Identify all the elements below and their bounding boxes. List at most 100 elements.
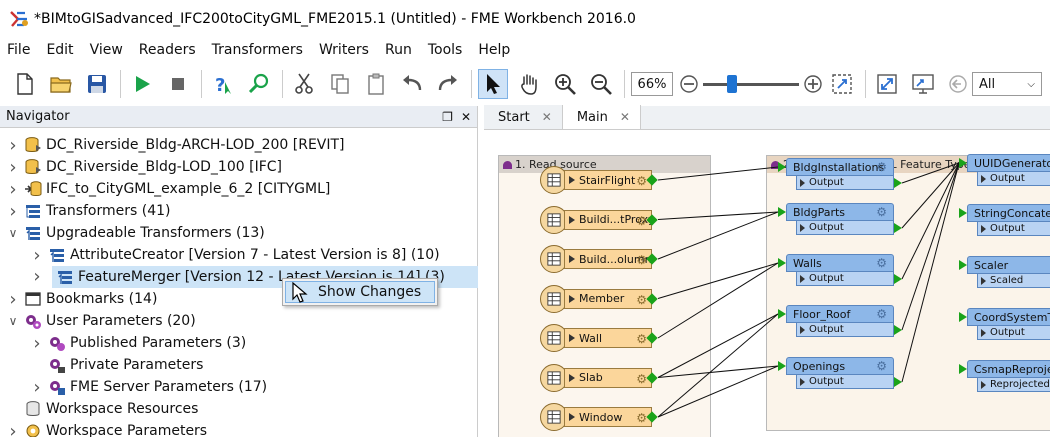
transformer-output-port[interactable]: Output <box>796 176 894 190</box>
tree-item[interactable]: ›Bookmarks (14) <box>0 288 477 310</box>
transformer-openings[interactable]: Openings⚙Output <box>786 357 894 389</box>
stop-button[interactable] <box>163 69 193 99</box>
output-port-icon[interactable] <box>894 325 902 335</box>
fit-to-window-button[interactable] <box>908 69 938 99</box>
transformer-output-port[interactable]: Output <box>977 172 1050 186</box>
transformer-bldgparts[interactable]: BldgParts⚙Output <box>786 203 894 235</box>
input-port-icon[interactable] <box>778 309 786 319</box>
save-workspace-button[interactable] <box>82 69 112 99</box>
close-icon[interactable]: ✕ <box>460 109 471 124</box>
tree-item[interactable]: ∨Upgradeable Transformers (13) <box>0 222 477 244</box>
connection-line[interactable] <box>657 313 779 418</box>
tree-item[interactable]: Workspace Resources <box>0 398 477 420</box>
transformer-floor_roof[interactable]: Floor_Roof⚙Output <box>786 305 894 337</box>
output-port-icon[interactable] <box>894 274 902 284</box>
zoom-slider-thumb[interactable] <box>727 75 737 93</box>
reader-feature-type[interactable]: Member⚙ <box>540 284 658 313</box>
reader-feature-type[interactable]: StairFlight⚙ <box>540 166 658 194</box>
pan-tool-button[interactable] <box>514 69 544 99</box>
input-port-icon[interactable] <box>778 258 786 268</box>
show-changes-menu-item[interactable]: Show Changes <box>285 281 435 303</box>
open-workspace-button[interactable] <box>46 69 76 99</box>
tree-item[interactable]: ›FME Server Parameters (17) <box>0 376 477 398</box>
connection-line[interactable] <box>657 262 779 339</box>
inspect-help-button[interactable]: ? <box>208 69 238 99</box>
connection-line[interactable] <box>657 262 779 299</box>
reader-feature-type[interactable]: Buildi...tProxy⚙ <box>540 205 658 234</box>
chevron-right-icon[interactable]: › <box>33 376 41 398</box>
input-port-icon[interactable] <box>959 158 967 168</box>
bookmark-read-source[interactable]: 1. Read source <box>498 155 711 437</box>
chevron-right-icon[interactable]: › <box>33 266 41 287</box>
gear-icon[interactable]: ⚙ <box>636 253 647 267</box>
menu-run[interactable]: Run <box>384 42 412 58</box>
back-arrow-icon[interactable] <box>948 74 968 94</box>
connection-line[interactable] <box>657 166 779 181</box>
gear-icon[interactable]: ⚙ <box>876 256 887 270</box>
connection-line[interactable] <box>657 211 779 220</box>
gear-icon[interactable]: ⚙ <box>636 213 647 228</box>
zoom-plus-icon[interactable] <box>803 74 823 94</box>
input-port-icon[interactable] <box>778 207 786 217</box>
close-icon[interactable]: ✕ <box>619 110 630 124</box>
tree-item[interactable]: ›DC_Riverside_Bldg-ARCH-LOD_200 [REVIT] <box>0 134 477 156</box>
transformer-csmapreprojecto[interactable]: CsmapReprojecto⚙Reprojected <box>967 360 1050 392</box>
chevron-right-icon[interactable]: › <box>33 332 41 354</box>
chevron-right-icon[interactable]: › <box>9 134 17 156</box>
copy-button[interactable] <box>325 69 355 99</box>
menu-file[interactable]: File <box>7 42 31 58</box>
menu-writers[interactable]: Writers <box>318 42 369 58</box>
select-tool-button[interactable] <box>478 69 508 99</box>
paste-button[interactable] <box>361 69 391 99</box>
input-port-icon[interactable] <box>778 361 786 371</box>
tree-item[interactable]: ›Workspace Parameters <box>0 420 477 437</box>
gear-icon[interactable]: ⚙ <box>876 160 887 174</box>
run-button[interactable] <box>127 69 157 99</box>
gear-icon[interactable]: ⚙ <box>636 332 647 346</box>
tree-item[interactable]: ›AttributeCreator [Version 7 - Latest Ve… <box>0 244 477 266</box>
zoom-in-tool-button[interactable] <box>550 69 580 99</box>
connection-line[interactable] <box>901 162 960 280</box>
connection-line[interactable] <box>657 365 779 378</box>
menu-edit[interactable]: Edit <box>46 42 74 58</box>
reader-feature-type[interactable]: Wall⚙ <box>540 324 658 352</box>
chevron-down-icon[interactable]: ∨ <box>8 226 18 240</box>
transformer-output-port[interactable]: Output <box>796 272 894 286</box>
workspace-canvas[interactable]: 1. Read source 2. Group by CityGML Featu… <box>484 130 1050 437</box>
chevron-right-icon[interactable]: › <box>9 178 17 200</box>
cut-button[interactable] <box>289 69 319 99</box>
connection-line[interactable] <box>901 162 960 331</box>
gear-icon[interactable]: ⚙ <box>636 411 647 425</box>
transformer-output-port[interactable]: Reprojected <box>977 378 1050 392</box>
gear-icon[interactable]: ⚙ <box>636 371 647 386</box>
tab-start[interactable]: Start✕ <box>484 105 563 129</box>
transformer-output-port[interactable]: Output <box>796 375 894 389</box>
transformer-walls[interactable]: Walls⚙Output <box>786 254 894 286</box>
zoom-slider[interactable] <box>703 72 799 96</box>
transformer-coordsystemtag[interactable]: CoordSystemTag⚙Output <box>967 308 1050 340</box>
reader-feature-type[interactable]: Slab⚙ <box>540 363 658 392</box>
menu-tools[interactable]: Tools <box>427 42 463 58</box>
connection-line[interactable] <box>901 162 960 184</box>
float-panel-icon[interactable]: ❐ <box>442 109 453 124</box>
connection-line[interactable] <box>901 162 960 229</box>
input-port-icon[interactable] <box>959 312 967 322</box>
tree-item[interactable]: ›Transformers (41) <box>0 200 477 222</box>
connection-line[interactable] <box>901 162 960 383</box>
redo-button[interactable] <box>433 69 463 99</box>
output-port-icon[interactable] <box>894 178 902 188</box>
gear-icon[interactable]: ⚙ <box>636 292 647 307</box>
tree-item[interactable]: ›Published Parameters (3) <box>0 332 477 354</box>
close-icon[interactable]: ✕ <box>541 110 552 124</box>
gear-icon[interactable]: ⚙ <box>876 359 887 373</box>
menu-help[interactable]: Help <box>478 42 511 58</box>
input-port-icon[interactable] <box>959 208 967 218</box>
input-port-icon[interactable] <box>959 260 967 270</box>
gear-icon[interactable]: ⚙ <box>636 174 647 188</box>
reader-feature-type[interactable]: Window⚙ <box>540 403 658 431</box>
input-port-icon[interactable] <box>778 162 786 172</box>
transformer-output-port[interactable]: Output <box>977 222 1050 236</box>
tab-main[interactable]: Main✕ <box>562 105 641 129</box>
find-button[interactable] <box>244 69 274 99</box>
menu-view[interactable]: View <box>89 42 123 58</box>
